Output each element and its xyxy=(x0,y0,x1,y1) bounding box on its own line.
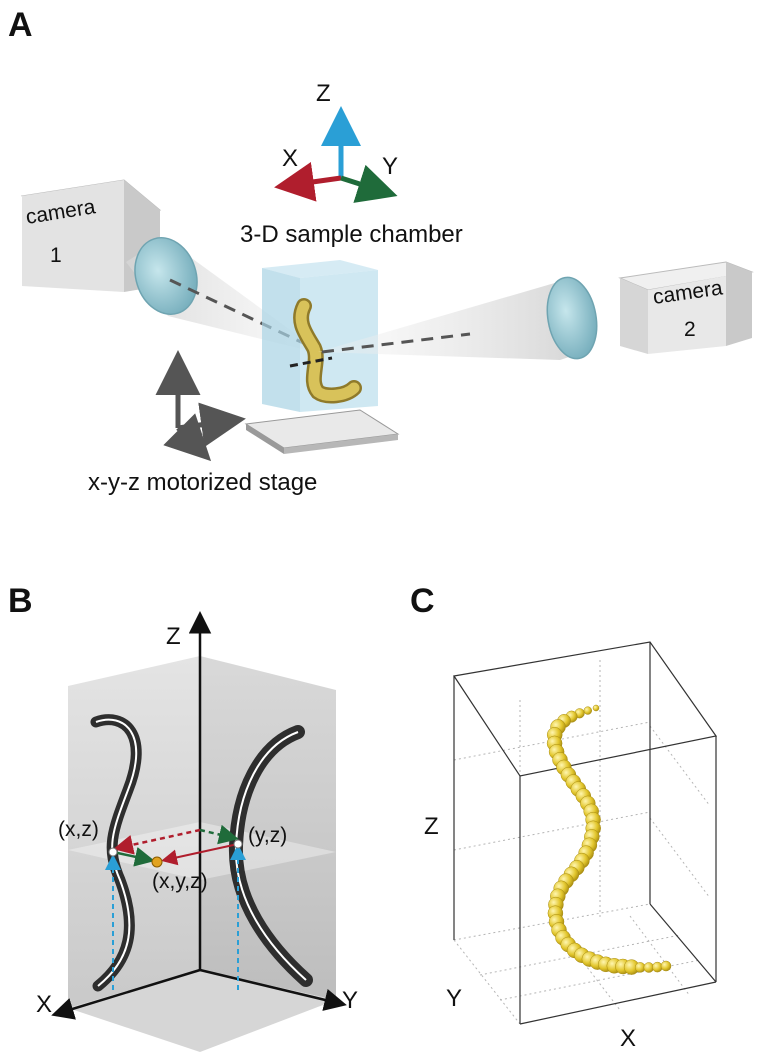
camera-2-number: 2 xyxy=(684,318,696,341)
triad-y-label: Y xyxy=(382,153,398,180)
stage-label: x-y-z motorized stage xyxy=(88,469,317,496)
panel-c: C Z Y X xyxy=(410,582,718,1052)
sphere xyxy=(592,704,600,712)
xz-worm-centerline xyxy=(95,718,138,987)
worm xyxy=(295,300,360,401)
xyz-point xyxy=(151,856,163,868)
b-x-axis xyxy=(51,968,201,1020)
camera-2-light-cone xyxy=(318,282,590,360)
camera-2: camera 2 xyxy=(618,261,754,354)
b-z-label: Z xyxy=(166,623,181,650)
camera-1-lens xyxy=(134,237,198,315)
panel-c-letter: C xyxy=(410,582,435,620)
sample-chamber-label: 3-D sample chamber xyxy=(240,221,463,248)
b-x-label: X xyxy=(36,991,52,1018)
y-to-point-arrow xyxy=(161,843,239,866)
b-y-label: Y xyxy=(342,987,358,1014)
camera-1-number: 1 xyxy=(50,244,62,267)
xz-point xyxy=(108,847,118,857)
xyz-point-label: (x,y,z) xyxy=(152,870,208,893)
panel-a: A Z X Y camera 1 xyxy=(8,6,754,496)
camera-2-optical-axis xyxy=(321,332,471,354)
yz-point xyxy=(233,839,243,849)
worm-sphere-chain xyxy=(546,704,672,975)
sphere xyxy=(660,960,672,972)
b-y-axis xyxy=(199,968,347,1011)
sphere xyxy=(583,706,592,715)
bounding-box xyxy=(452,641,718,1025)
triad-x-label: X xyxy=(282,145,298,172)
yz-dashed-arrow xyxy=(199,824,239,845)
xz-dashed-arrow xyxy=(113,828,201,855)
camera-2-lens xyxy=(546,276,598,360)
panel-b: B Z X Y (x,z) (y,z) (x,y,z) xyxy=(8,582,358,1052)
axis-triad: Z X Y xyxy=(274,80,398,203)
x-to-point-arrow xyxy=(112,847,155,867)
yz-projection-plane xyxy=(200,656,336,1000)
c-x-label: X xyxy=(620,1025,636,1052)
camera-1-optical-axis xyxy=(169,278,319,352)
stage-axes xyxy=(155,350,246,462)
panel-b-letter: B xyxy=(8,582,33,620)
c-z-label: Z xyxy=(424,813,439,840)
yz-point-label: (y,z) xyxy=(248,824,287,847)
xz-projection-plane xyxy=(68,656,200,1008)
y-axis-arrow xyxy=(340,164,398,203)
x-axis-arrow xyxy=(274,162,342,202)
panel-a-letter: A xyxy=(8,6,33,44)
xz-point-label: (x,z) xyxy=(58,818,99,841)
focus-crosshair xyxy=(289,356,333,368)
c-y-label: Y xyxy=(446,985,462,1012)
triad-z-label: Z xyxy=(316,80,331,107)
